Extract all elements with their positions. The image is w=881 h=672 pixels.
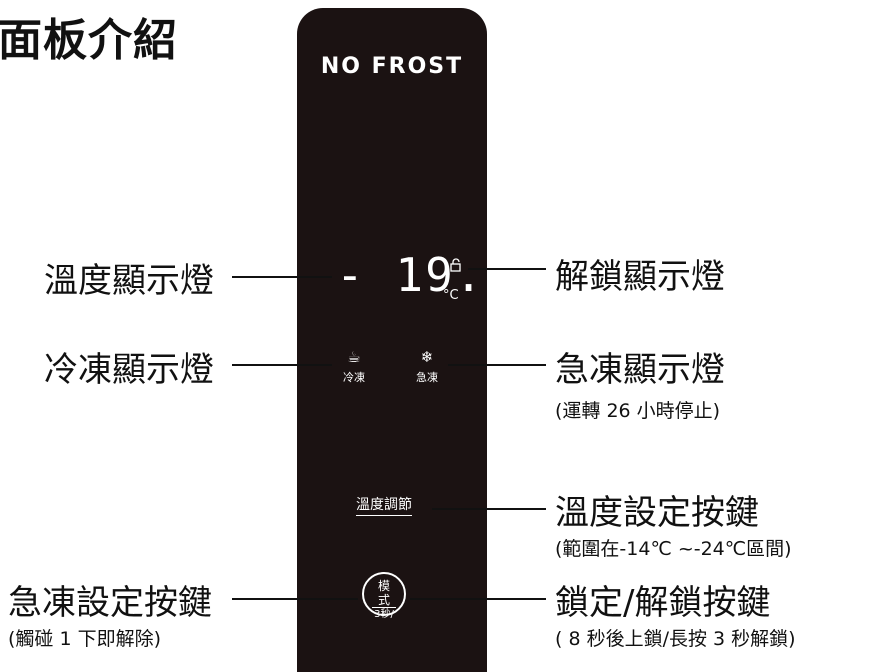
mode-button-sublabel: 3秒/ [374, 609, 394, 620]
callout-lock-key: 鎖定/解鎖按鍵 [555, 583, 771, 623]
callout-freeze-display: 冷凍顯示燈 [44, 350, 214, 390]
callout-temp-display: 溫度顯示燈 [44, 261, 214, 301]
page-title: 面板介紹 [0, 15, 178, 66]
leader-line [232, 276, 332, 278]
callout-unlock-display: 解鎖顯示燈 [555, 257, 725, 297]
callout-lock-key-note: ( 8 秒後上鎖/長按 3 秒解鎖) [555, 628, 796, 650]
callout-super-freeze-note: (運轉 26 小時停止) [555, 400, 721, 422]
leader-line [432, 508, 546, 510]
temp-set-button[interactable]: 溫度調節 [356, 494, 412, 516]
leader-line [410, 598, 546, 600]
unlock-indicator-icon [450, 258, 461, 272]
leader-line [448, 364, 546, 366]
super-freeze-indicator-label: 急凍 [416, 371, 438, 384]
temperature-display: - 19.0 [336, 248, 515, 302]
brand-logo: NO FROST [320, 54, 464, 79]
leader-line [232, 598, 358, 600]
control-panel: NO FROST [297, 8, 487, 672]
temperature-unit: °C [443, 288, 459, 303]
callout-super-freeze-display: 急凍顯示燈 [555, 350, 725, 390]
leader-line [232, 364, 332, 366]
freeze-indicator-label: 冷凍 [343, 371, 365, 384]
callout-temp-set-key: 溫度設定按鍵 [555, 493, 759, 533]
callout-super-freeze-key-note: (觸碰 1 下即解除) [8, 628, 161, 650]
snowflake-icon: ❄ [420, 348, 434, 366]
mode-button-label: 模 式 [372, 579, 396, 608]
callout-temp-set-note: (範圍在-14℃ ~-24℃區間) [555, 538, 792, 560]
freeze-indicator-icon: ☕ [347, 348, 361, 366]
callout-super-freeze-key: 急凍設定按鍵 [8, 583, 212, 623]
leader-line [468, 268, 546, 270]
mode-button[interactable]: 模 式 3秒/ [362, 572, 406, 620]
